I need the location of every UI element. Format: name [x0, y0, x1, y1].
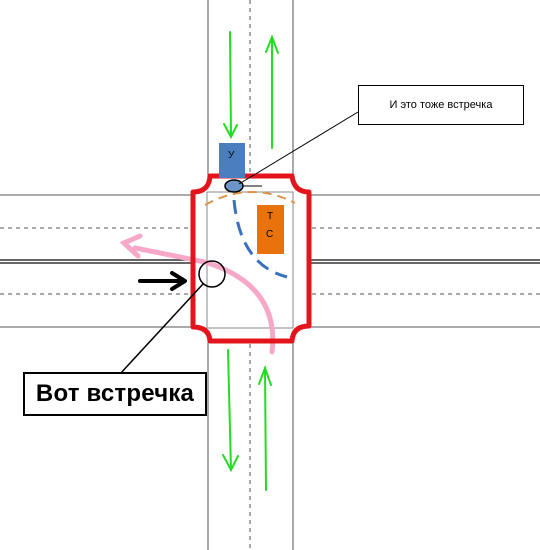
black-arrow — [138, 271, 187, 291]
lane-arrows — [222, 31, 279, 491]
arrow-top-down — [223, 31, 238, 140]
main-callout-text: Вот встречка — [35, 380, 195, 407]
top-callout-box: И это тоже встречка — [358, 85, 524, 125]
arrow-bottom-down — [222, 349, 239, 473]
main-callout-box: Вот встречка — [23, 372, 207, 416]
vehicle-y — [219, 143, 245, 178]
pink-path — [119, 233, 276, 355]
conflict-marker-top — [224, 179, 244, 193]
orange-path — [204, 191, 296, 206]
vehicle-ts-label-t: Т — [267, 211, 273, 222]
vehicle-ts-label-s: С — [266, 229, 273, 240]
leader-main-callout — [119, 283, 204, 375]
vehicle-ts — [257, 205, 284, 254]
top-callout-text: И это тоже встречка — [389, 99, 493, 111]
vehicle-y-label: У — [228, 150, 235, 161]
conflict-marker-left — [198, 260, 226, 288]
arrow-top-up — [265, 34, 279, 149]
arrow-bottom-up — [258, 365, 272, 491]
blue-path — [232, 199, 288, 279]
leader-top-callout — [238, 111, 359, 185]
intersection-border — [190, 173, 312, 344]
intersection-interior — [193, 176, 309, 341]
